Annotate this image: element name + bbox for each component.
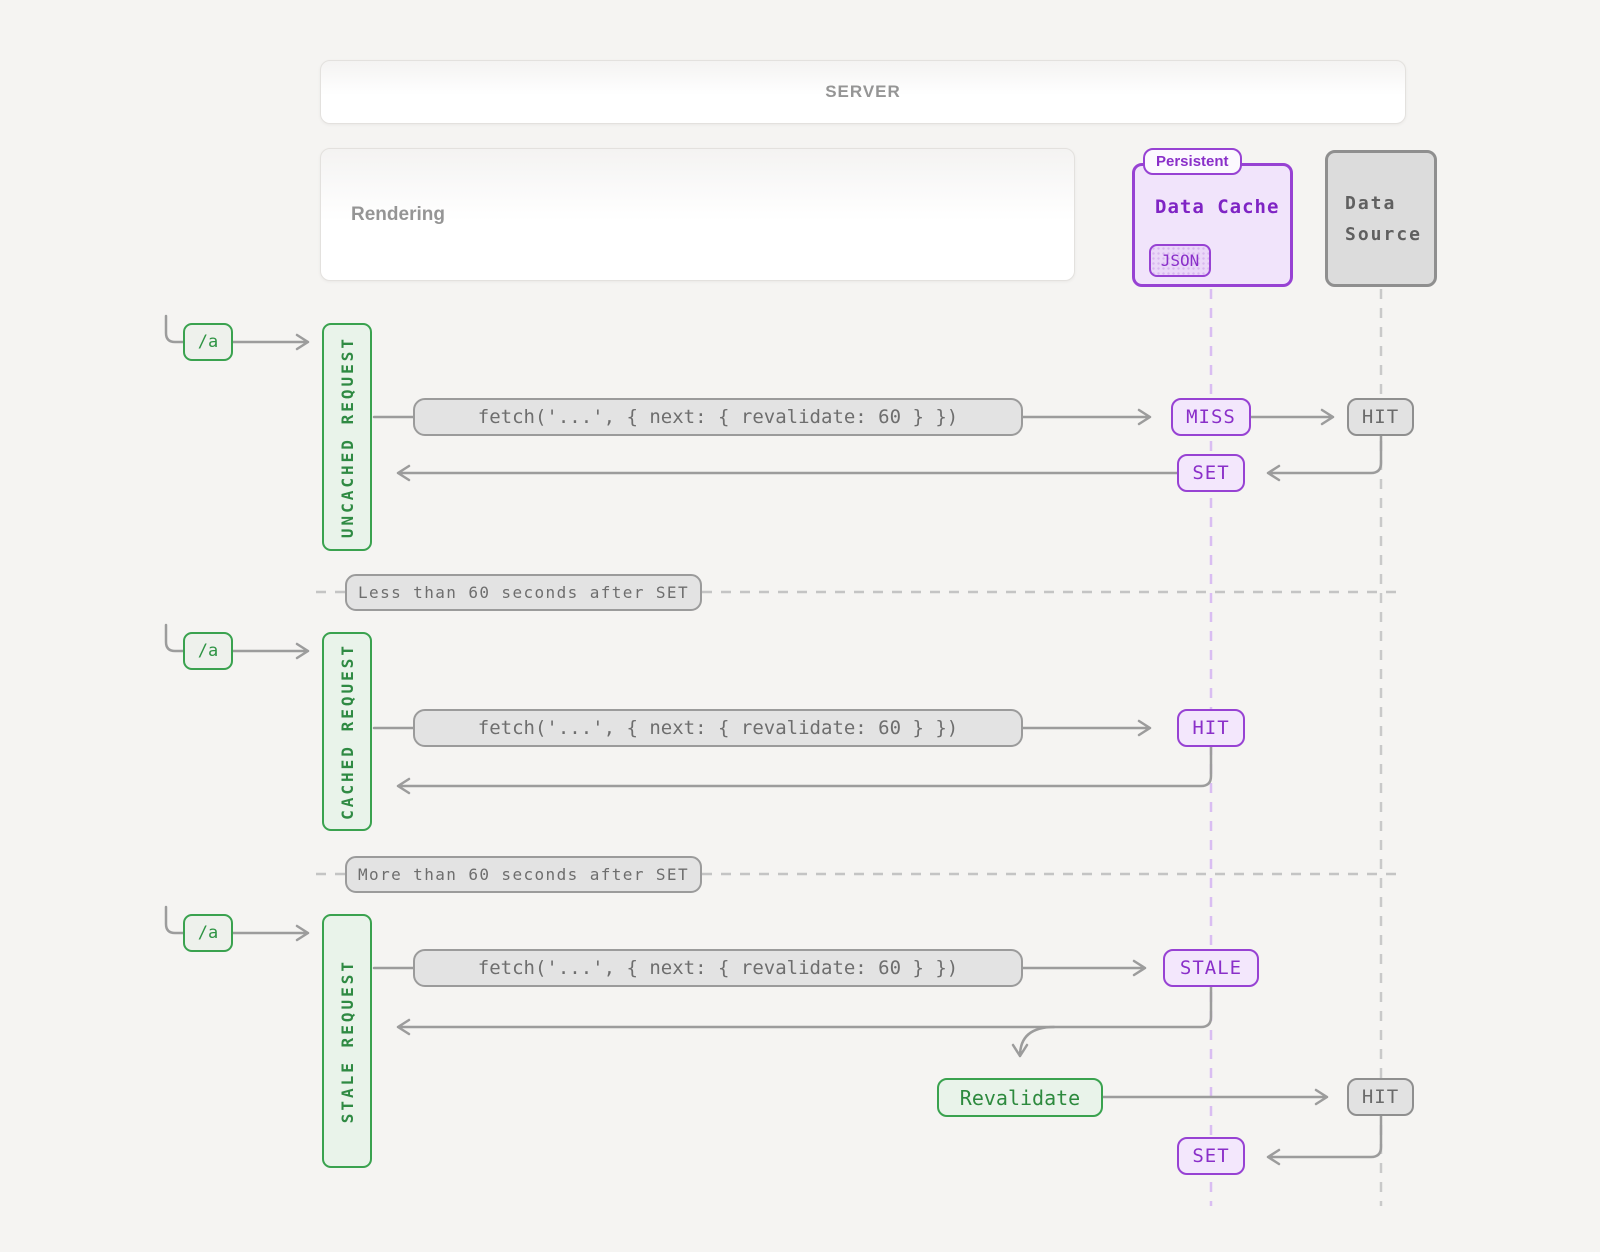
row2-route-hook [164, 623, 186, 653]
row3-route-hook [164, 905, 186, 935]
data-source-label-line2: Source [1345, 223, 1423, 245]
row1-miss-badge: MISS [1171, 398, 1251, 436]
row1-fetch-pill: fetch('...', { next: { revalidate: 60 } … [413, 398, 1023, 436]
row2-lane-label: CACHED REQUEST [337, 643, 357, 820]
divider-less-than-60s: Less than 60 seconds after SET [345, 574, 702, 611]
row3-stale-badge: STALE [1163, 949, 1259, 987]
row3-revalidate-to-hit-arrow [1101, 1088, 1329, 1106]
row3-lane-stale-request: STALE REQUEST [322, 914, 372, 1168]
rendering-label: Rendering [351, 203, 445, 225]
row1-lane-uncached-request: UNCACHED REQUEST [322, 323, 372, 551]
row2-hit-badge: HIT [1177, 709, 1245, 747]
row3-fetch-pill: fetch('...', { next: { revalidate: 60 } … [413, 949, 1023, 987]
row3-revalidate-branch-arrow [1011, 1025, 1056, 1058]
data-cache-title: Data Cache [1155, 196, 1280, 218]
json-badge: JSON [1149, 244, 1211, 277]
row2-fetch-pill: fetch('...', { next: { revalidate: 60 } … [413, 709, 1023, 747]
row1-set-badge: SET [1177, 454, 1245, 492]
row2-return-arrow [396, 745, 1213, 795]
row1-return-arrow [396, 464, 1179, 482]
row3-fetch-to-stale-arrow [1021, 959, 1147, 977]
row3-hit-badge: HIT [1347, 1078, 1414, 1116]
server-card: SERVER [320, 60, 1406, 124]
row1-lane-label: UNCACHED REQUEST [337, 335, 357, 539]
row3-lane-label: STALE REQUEST [337, 958, 357, 1124]
data-source-label-line1: Data [1345, 192, 1397, 214]
data-cache-box: Data Cache JSON [1132, 163, 1293, 287]
row2-route-arrow [231, 642, 310, 660]
server-label: SERVER [825, 82, 901, 101]
row2-lane-cached-request: CACHED REQUEST [322, 632, 372, 831]
row1-miss-to-hit-arrow [1248, 408, 1335, 426]
data-source-box: Data Source [1325, 150, 1437, 287]
divider-more-than-60s: More than 60 seconds after SET [345, 856, 702, 893]
row1-hit-badge: HIT [1347, 398, 1414, 436]
row1-hit-to-set-arrow [1266, 434, 1383, 482]
row3-set-badge: SET [1177, 1137, 1245, 1175]
row2-route-badge: /a [183, 632, 233, 670]
row3-revalidate-badge: Revalidate [937, 1078, 1103, 1117]
rendering-card: Rendering [320, 148, 1075, 281]
row2-fetch-to-hit-arrow [1021, 719, 1152, 737]
row1-route-arrow [231, 333, 310, 351]
row1-route-badge: /a [183, 323, 233, 361]
row1-fetch-to-miss-arrow [1021, 408, 1152, 426]
row1-route-hook [164, 314, 186, 344]
row3-route-arrow [231, 924, 310, 942]
row3-route-badge: /a [183, 914, 233, 952]
row3-return-arrow [396, 985, 1213, 1036]
row3-hit-to-set-arrow [1266, 1114, 1383, 1166]
persistent-tag: Persistent [1143, 148, 1242, 175]
